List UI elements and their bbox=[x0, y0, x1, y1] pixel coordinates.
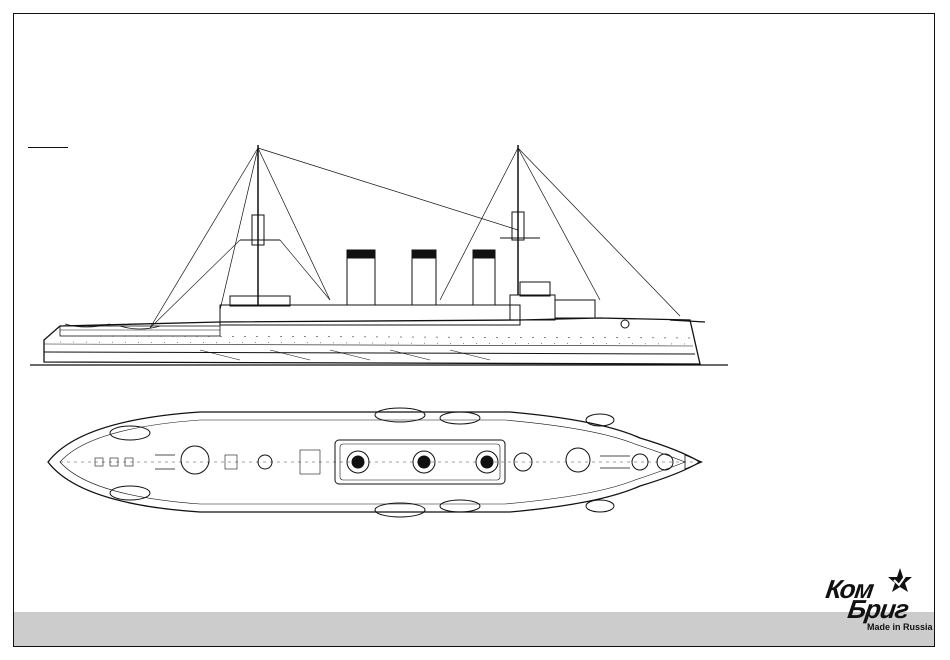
brand-logo: Ком Бриг Made in Russia bbox=[822, 566, 922, 640]
star-check-icon bbox=[882, 566, 914, 596]
logo-tagline: Made in Russia bbox=[867, 622, 933, 632]
top-plan-view bbox=[48, 408, 702, 517]
logo-line-2: Бриг bbox=[846, 596, 910, 622]
side-profile-view bbox=[30, 145, 728, 365]
